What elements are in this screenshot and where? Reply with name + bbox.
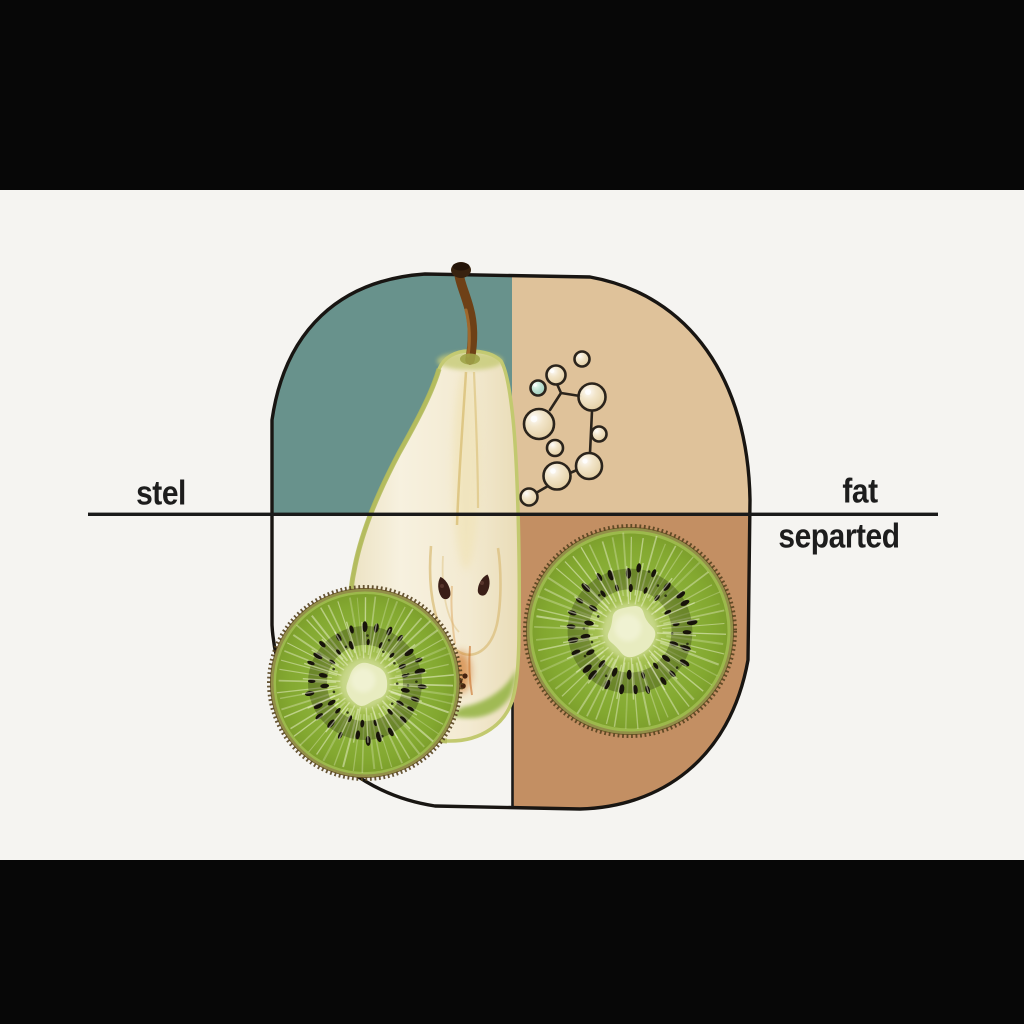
divider-line-horizontal bbox=[88, 512, 938, 516]
pear-core-line bbox=[472, 371, 480, 509]
label-fat: fat bbox=[842, 472, 878, 511]
molecule-nodes bbox=[519, 350, 608, 507]
molecule-node bbox=[542, 461, 572, 491]
molecule-node bbox=[577, 382, 607, 412]
pear-seeds bbox=[435, 572, 493, 601]
pear-stem bbox=[451, 262, 480, 365]
molecule-node bbox=[522, 407, 556, 441]
pear-core-line bbox=[455, 371, 468, 526]
molecule-node bbox=[545, 438, 565, 458]
molecule-node bbox=[545, 364, 567, 386]
kiwi-slice-small bbox=[267, 585, 463, 781]
pear-bottom-skin bbox=[452, 669, 516, 718]
letterbox-top bbox=[0, 0, 1024, 190]
molecule-structure bbox=[519, 350, 608, 507]
molecule-node-accent bbox=[529, 379, 547, 397]
label-separted: separted bbox=[778, 517, 900, 556]
pear-core-outline bbox=[441, 555, 460, 633]
pear-core-column bbox=[453, 370, 479, 570]
molecule-node bbox=[574, 451, 604, 481]
letterbox-bottom bbox=[0, 860, 1024, 1024]
molecule-highlights bbox=[530, 368, 591, 474]
kiwi-slice-large bbox=[523, 524, 737, 738]
label-stel: stel bbox=[136, 474, 186, 513]
molecule-node bbox=[590, 425, 608, 443]
molecule-node bbox=[519, 487, 539, 507]
pear-core-outline bbox=[428, 545, 502, 656]
molecule-node bbox=[573, 350, 591, 368]
